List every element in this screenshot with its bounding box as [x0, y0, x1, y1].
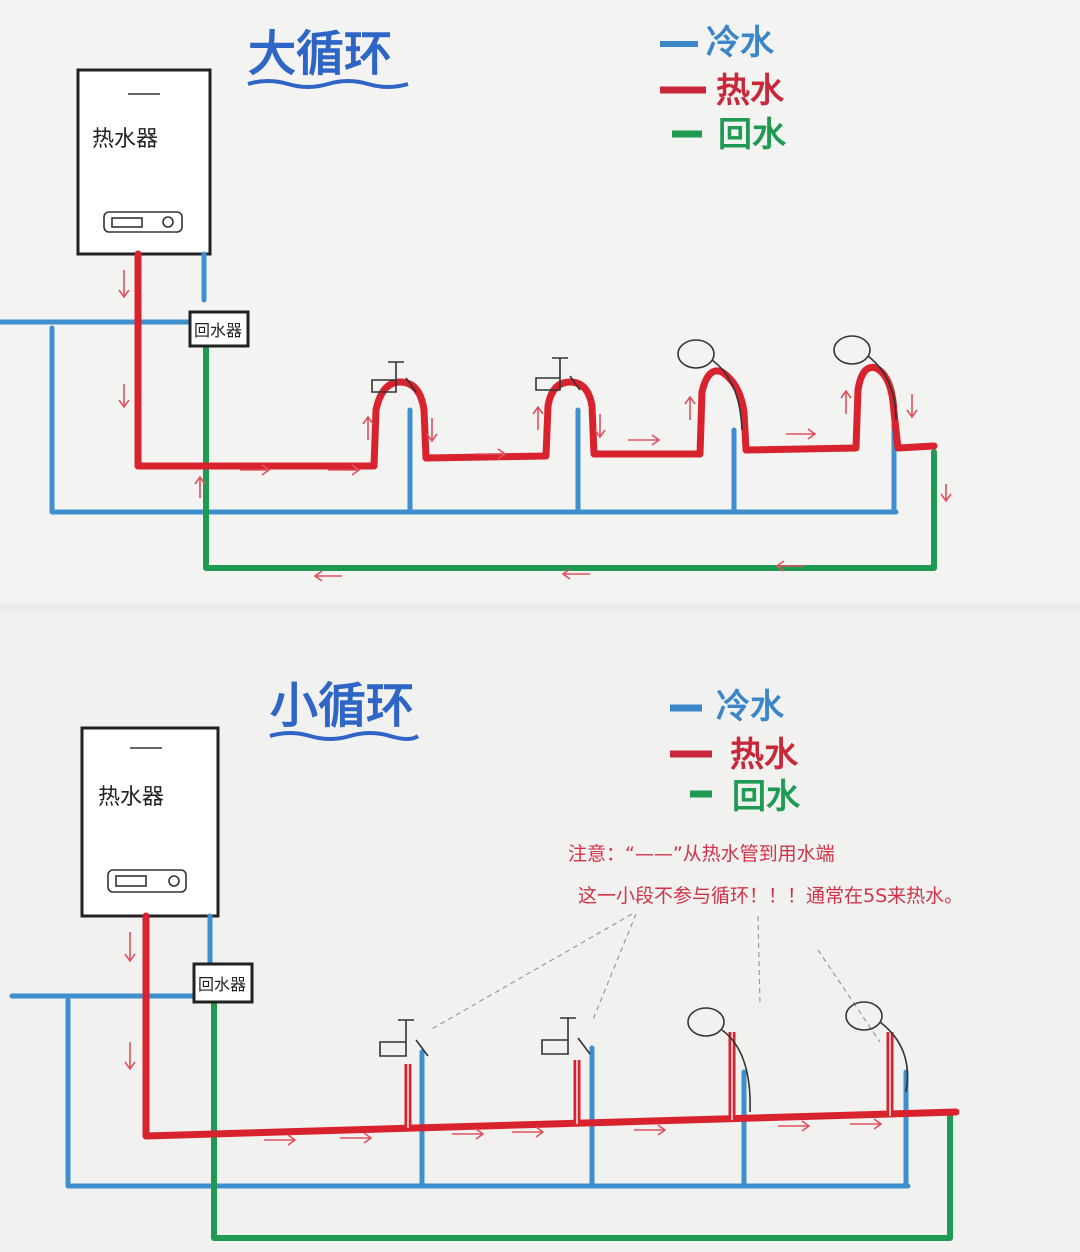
shower-2 [833, 335, 897, 421]
cold-water-pipes [0, 251, 899, 515]
return-device-label: 回水器 [194, 321, 242, 340]
water-heater-body [80, 726, 220, 918]
shower-head-icon [677, 339, 715, 369]
water-heater-body [76, 68, 212, 256]
return-device-box [192, 962, 254, 1004]
faucet-2 [541, 1017, 591, 1055]
return-water-pipe [211, 1001, 953, 1241]
flow-arrows [124, 932, 883, 1146]
faucet-1 [379, 1019, 429, 1057]
shower-head-icon [687, 1007, 725, 1037]
water-heater: 热水器 [76, 68, 212, 256]
hot-water-pipe [142, 912, 960, 1140]
return-device: 回水器 [192, 962, 254, 1004]
legend: 冷水 热水 回水 [670, 687, 801, 817]
page-title: 小循环 [270, 678, 414, 734]
return-device-label: 回水器 [198, 975, 246, 994]
legend-cold-label: 冷水 [716, 687, 785, 727]
water-heater: 热水器 [80, 726, 220, 918]
shower-2 [845, 1001, 909, 1093]
title-underline [247, 79, 409, 89]
shower-1 [677, 339, 743, 431]
small-circulation-sheet: 小循环 冷水 热水 回水 注意：“——”从热水管到用水端 这一小段不参与循环！！… [0, 612, 1080, 1252]
shower-hose [711, 359, 743, 431]
note-pointer-lines [429, 913, 881, 1043]
cold-water-pipes [9, 913, 911, 1189]
shower-hose [721, 1029, 751, 1113]
hot-water-pipe [134, 250, 938, 470]
faucet-1 [371, 361, 417, 393]
shower-hose [867, 355, 897, 421]
legend-return-label: 回水 [732, 777, 801, 817]
water-heater-display [107, 869, 187, 893]
shower-hose [879, 1021, 909, 1093]
title-underline [269, 731, 420, 741]
water-heater-label: 热水器 [92, 127, 158, 152]
shower-head-icon [845, 1001, 883, 1031]
water-heater-display [103, 211, 183, 233]
legend: 冷水 热水 回水 [660, 23, 787, 155]
faucet-icon [371, 361, 417, 393]
small-circulation-diagram: 小循环 冷水 热水 回水 注意：“——”从热水管到用水端 这一小段不参与循环！！… [9, 678, 963, 1241]
water-heater-label: 热水器 [98, 785, 164, 810]
legend-hot-label: 热水 [730, 735, 799, 775]
water-heater-screen-icon [111, 217, 143, 228]
legend-cold-label: 冷水 [706, 23, 775, 63]
hot-water-branches [404, 1032, 894, 1128]
faucet-icon [379, 1019, 429, 1057]
legend-return-label: 回水 [718, 115, 787, 155]
note-line-1: 注意：“——”从热水管到用水端 [568, 843, 835, 865]
faucet-icon [541, 1017, 591, 1055]
faucet-icon [535, 357, 581, 391]
water-heater-knob-icon [168, 875, 180, 887]
return-device-box [188, 310, 250, 348]
shower-1 [687, 1007, 751, 1113]
legend-hot-label: 热水 [716, 71, 785, 111]
water-heater-screen-icon [115, 875, 147, 887]
shower-head-icon [833, 335, 871, 365]
flow-arrows [118, 270, 952, 582]
page-title: 大循环 [248, 26, 392, 82]
water-heater-knob-icon [162, 216, 174, 228]
faucet-2 [535, 357, 581, 391]
note-line-2: 这一小段不参与循环！！！通常在5S来热水。 [578, 885, 963, 907]
big-circulation-sheet: 大循环 冷水 热水 回水 热水器 回水器 [0, 0, 1080, 604]
return-device: 回水器 [188, 310, 250, 348]
return-water-pipe [203, 343, 937, 571]
big-circulation-diagram: 大循环 冷水 热水 回水 热水器 回水器 [0, 23, 952, 582]
